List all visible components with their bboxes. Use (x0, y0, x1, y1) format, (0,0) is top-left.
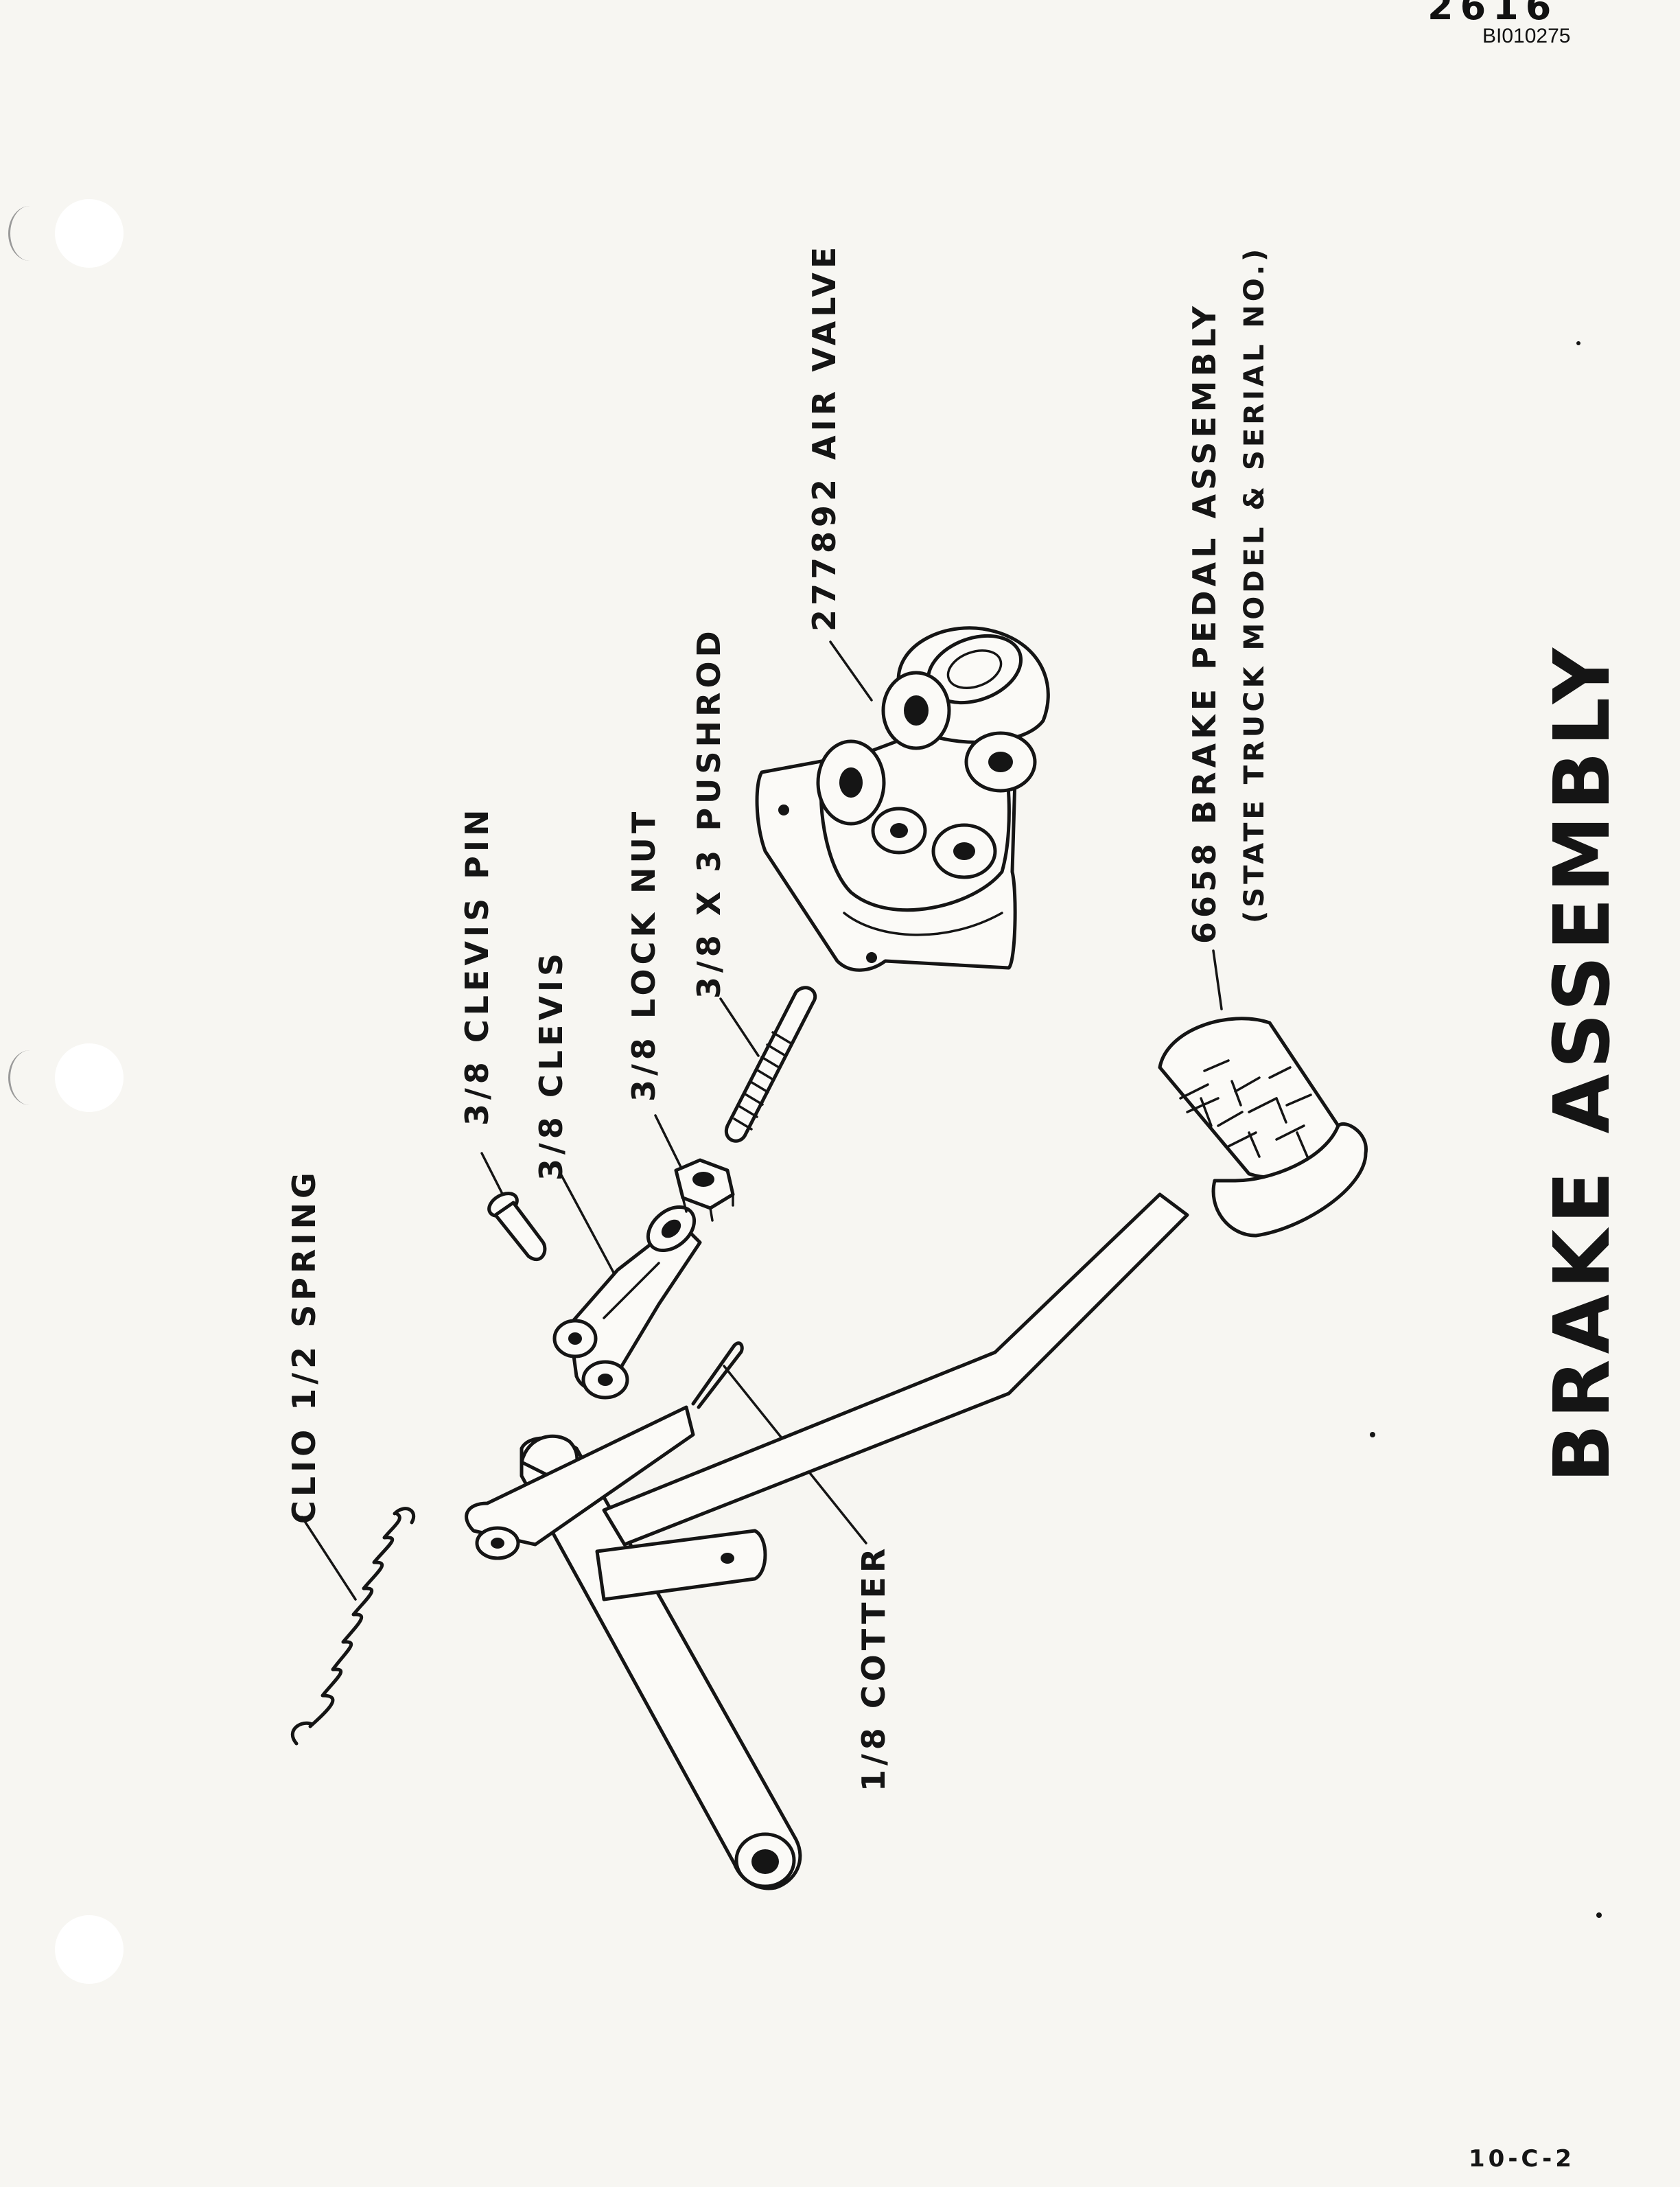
binder-hole-bottom (55, 1915, 124, 1984)
label-clevis: 3/8 CLEVIS (533, 949, 570, 1181)
label-cotter: 1/8 COTTER (855, 1544, 892, 1792)
label-air-valve: 277892 AIR VALVE (806, 242, 843, 632)
binder-hole-edge-top (8, 206, 51, 261)
page-number: 10-C-2 (1469, 2145, 1575, 2173)
clevis-pin-part (487, 1192, 547, 1262)
label-clevis-pin: 3/8 CLEVIS PIN (458, 805, 495, 1126)
page-reference-number: 2616 (1427, 0, 1559, 28)
brake-pedal-part (465, 1192, 1189, 1890)
binder-hole-edge-middle (8, 1050, 51, 1105)
label-pedal-note: (STATE TRUCK MODEL & SERIAL NO.) (1239, 245, 1270, 923)
label-brake-pedal-assembly: 6658 BRAKE PEDAL ASSEMBLY (1186, 302, 1223, 944)
cotter-pin-part (691, 1341, 744, 1409)
document-id: BI010275 (1482, 25, 1571, 47)
binder-hole-top (55, 199, 124, 268)
pedal-pad-part (1158, 1017, 1368, 1238)
label-spring: CLIO 1/2 SPRING (285, 1168, 323, 1524)
label-lock-nut: 3/8 LOCK NUT (625, 807, 662, 1102)
page-title: BRAKE ASSEMBLY (1538, 643, 1627, 1483)
lock-nut-part (674, 1158, 735, 1222)
pushrod-part (724, 986, 817, 1143)
spring-part (290, 1507, 416, 1746)
clevis-part (552, 1205, 702, 1400)
air-valve-part (755, 626, 1050, 972)
binder-hole-middle (55, 1043, 124, 1112)
label-pushrod: 3/8 X 3 PUSHROD (690, 627, 727, 999)
